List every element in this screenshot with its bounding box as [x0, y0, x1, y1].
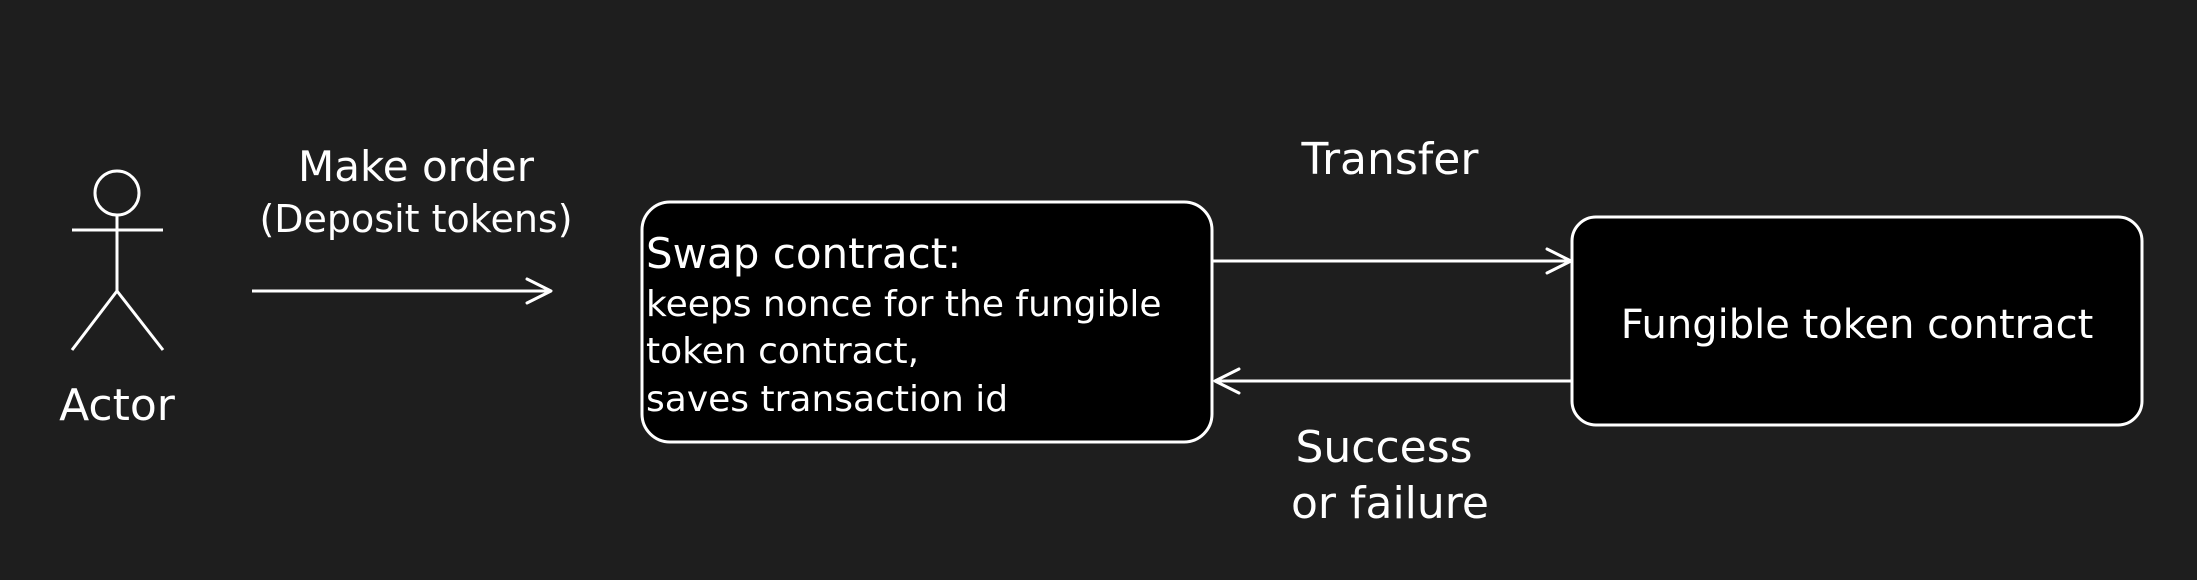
- fungible-token-contract-label: Fungible token contract: [1621, 302, 2094, 348]
- transfer-label: Transfer: [1301, 134, 1480, 185]
- swap-contract-line-3: saves transaction id: [646, 379, 1008, 420]
- fungible-token-contract-node[interactable]: Fungible token contract: [1570, 215, 2144, 427]
- transfer-arrow: [1212, 247, 1573, 275]
- swap-contract-line-1: keeps nonce for the fungible: [646, 284, 1162, 325]
- failure-label: or failure: [1291, 478, 1489, 529]
- success-label: Success: [1295, 422, 1472, 473]
- result-arrow: [1213, 367, 1572, 395]
- swap-contract-title: Swap contract:: [646, 229, 961, 278]
- swap-contract-node[interactable]: Swap contract: keeps nonce for the fungi…: [640, 200, 1214, 444]
- make-order-label: Make order: [298, 142, 535, 191]
- actor-label: Actor: [59, 380, 176, 431]
- deposit-tokens-label: (Deposit tokens): [259, 197, 572, 241]
- make-order-arrow: [252, 277, 553, 305]
- swap-contract-line-2: token contract,: [646, 331, 919, 372]
- actor-icon[interactable]: [70, 169, 165, 351]
